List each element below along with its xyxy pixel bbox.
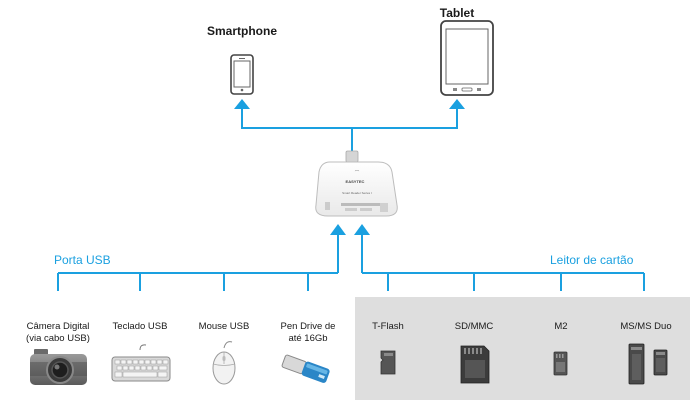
smartphone-icon (230, 54, 254, 95)
keyboard-icon (111, 344, 171, 382)
arrow-usb-to-hub (330, 224, 346, 235)
sd-card-icon (460, 345, 490, 384)
ms-card-icon (628, 343, 668, 385)
mouse-icon (212, 341, 236, 385)
tablet-icon (440, 20, 494, 96)
svg-text:⌒: ⌒ (355, 170, 360, 175)
tflash-label: T-Flash (372, 321, 404, 332)
usb-port-section-label: Porta USB (54, 253, 111, 267)
ms-duo-label: MS/MS Duo (620, 321, 672, 332)
arrow-card-to-hub (354, 224, 370, 235)
card-reader-section-label: Leitor de cartão (550, 253, 634, 267)
hub-model-label: Smart Reader Series I (342, 191, 372, 195)
card-reader-hub-icon: ⌒ EASYTEC Smart Reader Series I (315, 150, 398, 217)
arrow-to-tablet (449, 99, 465, 109)
camera-icon (30, 349, 87, 385)
hub-brand-label: EASYTEC (346, 179, 365, 184)
flash-drive-label: Pen Drive de até 16Gb (280, 321, 336, 344)
tflash-card-icon (380, 350, 396, 375)
camera-label: Câmera Digital (via cabo USB) (26, 321, 90, 344)
usb-flash-drive-icon (281, 354, 330, 383)
sd-mmc-label: SD/MMC (454, 321, 494, 332)
keyboard-label: Teclado USB (112, 321, 168, 332)
tablet-title: Tablet (439, 6, 475, 20)
m2-card-icon (553, 351, 568, 376)
smartphone-title: Smartphone (206, 24, 277, 38)
arrow-to-smartphone (234, 99, 250, 109)
mouse-label: Mouse USB (198, 321, 250, 332)
card-connector (361, 232, 645, 291)
usb-connector (57, 232, 339, 291)
m2-label: M2 (554, 321, 568, 332)
